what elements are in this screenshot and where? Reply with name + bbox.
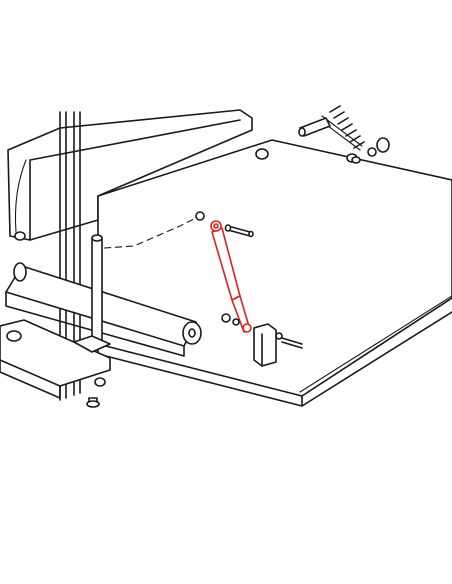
alignment-line bbox=[103, 215, 201, 249]
lower-bracket bbox=[221, 313, 303, 367]
coil-spring bbox=[319, 105, 390, 157]
rear-housing bbox=[7, 109, 253, 241]
guide-rod bbox=[298, 117, 361, 164]
support-post bbox=[73, 234, 111, 408]
gas-spring bbox=[210, 220, 252, 333]
base-frame bbox=[0, 319, 111, 399]
upper-fasteners bbox=[195, 211, 254, 238]
platform bbox=[97, 139, 452, 407]
